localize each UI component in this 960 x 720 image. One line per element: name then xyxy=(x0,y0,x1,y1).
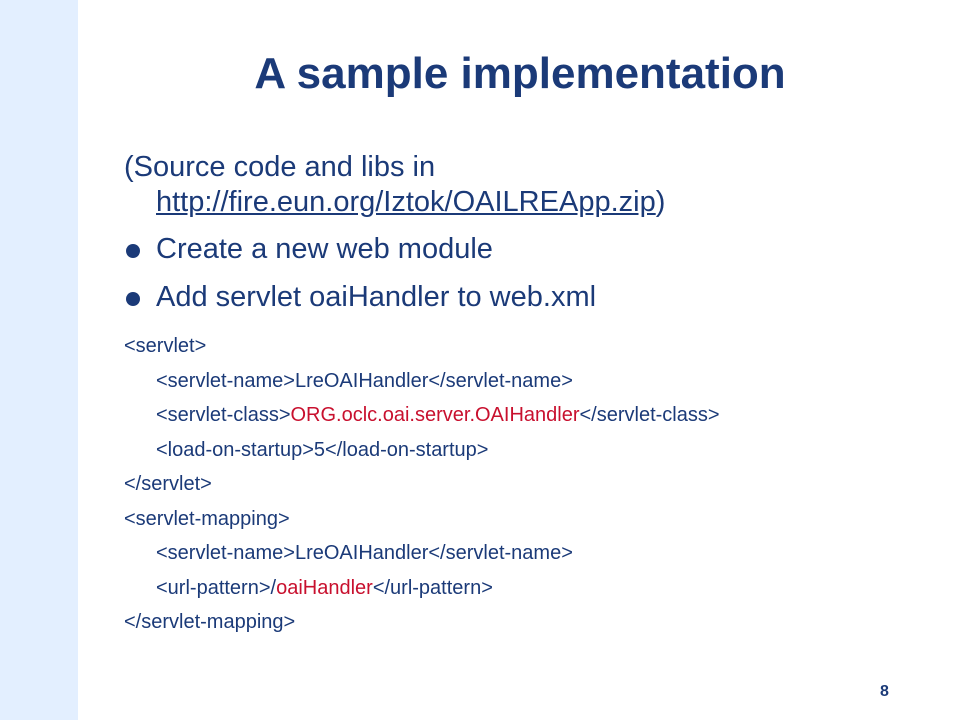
code-line: <servlet-name>LreOAIHandler</servlet-nam… xyxy=(124,364,924,399)
code-tag: <servlet-name> xyxy=(156,369,295,392)
code-tag: </servlet> xyxy=(124,473,212,496)
code-tag: </servlet-mapping> xyxy=(124,611,296,634)
code-tag: </servlet-name> xyxy=(428,542,573,565)
code-tag: </url-pattern> xyxy=(372,576,493,599)
code-tag: <servlet> xyxy=(124,335,207,358)
code-tag: </servlet-class> xyxy=(579,404,720,427)
code-line: </servlet> xyxy=(124,467,924,502)
bullet-text: Create a new web module xyxy=(156,232,493,265)
code-value: LreOAIHandler xyxy=(294,542,429,565)
code-line: <servlet-name>LreOAIHandler</servlet-nam… xyxy=(124,536,924,571)
source-note: (Source code and libs in http://fire.eun… xyxy=(124,150,924,220)
bullet-item: Create a new web module xyxy=(124,232,924,267)
code-block: <servlet> <servlet-name>LreOAIHandler</s… xyxy=(124,329,924,640)
page-number: 8 xyxy=(880,683,889,700)
bullet-dot-icon xyxy=(126,243,140,258)
code-value-highlight: ORG.oclc.oai.server.OAIHandler xyxy=(290,404,580,427)
left-decor-strip xyxy=(0,0,78,720)
bullet-text: Add servlet oaiHandler to web.xml xyxy=(156,281,597,314)
code-line: <url-pattern>/oaiHandler</url-pattern> xyxy=(124,571,924,606)
source-prefix: (Source code and libs in xyxy=(124,151,436,183)
code-tag: <servlet-mapping> xyxy=(124,507,290,530)
code-tag: <servlet-name> xyxy=(156,542,295,565)
code-line: <servlet-mapping> xyxy=(124,502,924,537)
bullet-dot-icon xyxy=(126,292,140,307)
code-value-highlight: oaiHandler xyxy=(276,576,373,599)
code-line: <load-on-startup>5</load-on-startup> xyxy=(124,433,924,468)
code-line: <servlet> xyxy=(124,329,924,364)
code-value: 5 xyxy=(313,438,326,461)
code-tag: <url-pattern> xyxy=(156,576,271,599)
code-tag: </load-on-startup> xyxy=(325,438,489,461)
code-tag: </servlet-name> xyxy=(428,369,573,392)
source-link-line: http://fire.eun.org/Iztok/OAILREApp.zip) xyxy=(124,185,665,220)
slide-content: (Source code and libs in http://fire.eun… xyxy=(124,150,924,640)
code-line: <servlet-class>ORG.oclc.oai.server.OAIHa… xyxy=(124,398,924,433)
code-value: LreOAIHandler xyxy=(294,369,429,392)
code-tag: <servlet-class> xyxy=(156,404,291,427)
slide-title: A sample implementation xyxy=(254,49,786,98)
bullet-item: Add servlet oaiHandler to web.xml xyxy=(124,280,924,315)
source-suffix: ) xyxy=(655,185,666,218)
code-line: </servlet-mapping> xyxy=(124,605,924,640)
code-tag: <load-on-startup> xyxy=(156,438,314,461)
code-value: / xyxy=(270,576,277,599)
source-link[interactable]: http://fire.eun.org/Iztok/OAILREApp.zip xyxy=(156,185,656,218)
